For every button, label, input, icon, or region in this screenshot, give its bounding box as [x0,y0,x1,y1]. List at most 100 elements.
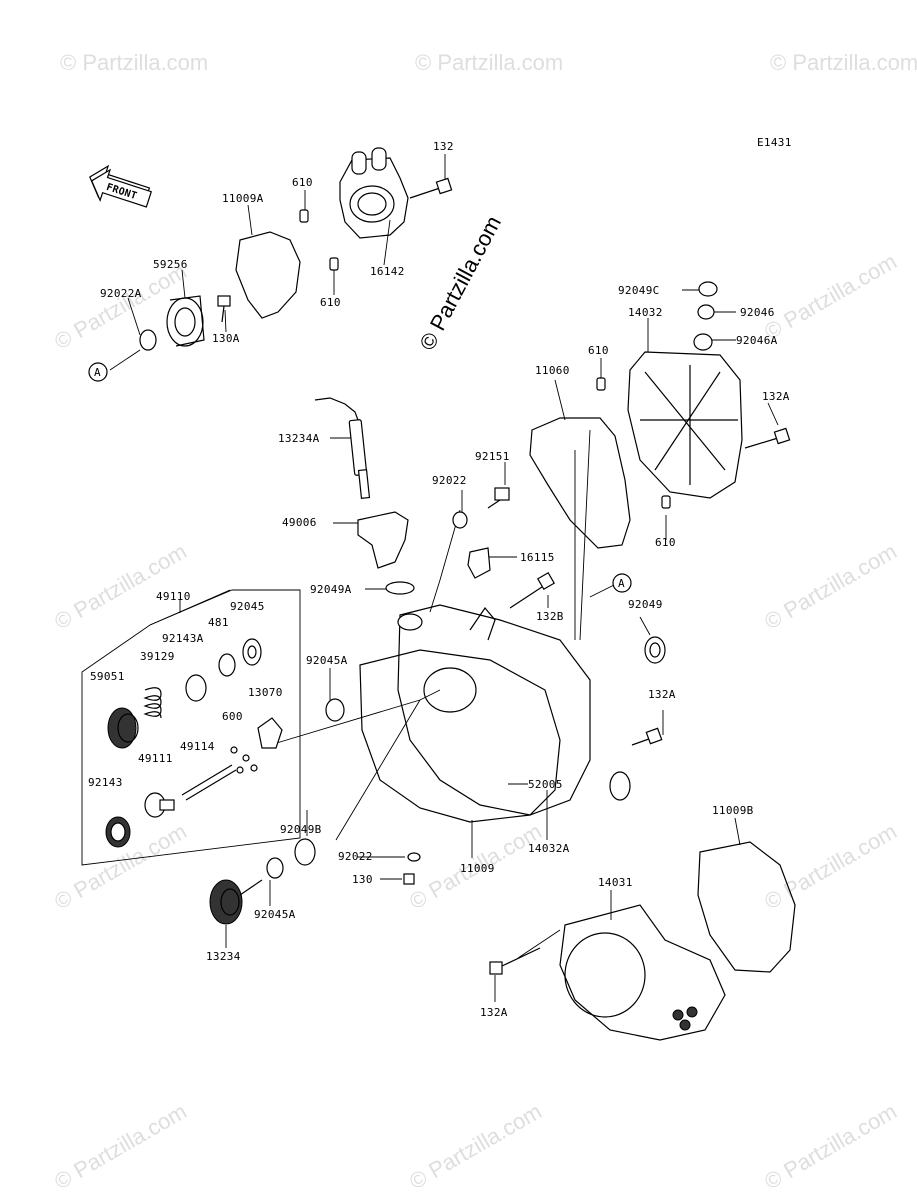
part-label: 14032 [628,306,663,319]
balls-600 [230,746,258,774]
part-label: 92049A [310,583,352,596]
washer-92022a [139,329,157,351]
part-labels: 132 610 11009A 16142 610 59256 92022A 13… [88,140,790,1019]
bolt-132b [509,571,556,609]
shaft-49114 [181,764,237,801]
part-label: 13234A [278,432,320,445]
callout-a: A [88,362,108,382]
dowel-pin-610 [596,377,606,391]
gasket-11009 [359,649,561,823]
seal-92143 [105,816,131,848]
svg-text:A: A [618,577,625,590]
washer-92022 [452,511,468,529]
part-label: 610 [292,176,313,189]
gasket-11009b [697,841,796,973]
part-label: 130A [212,332,240,345]
water-pump-cover [339,147,409,239]
part-label: 92049C [618,284,660,297]
watermark: © Partzilla.com [770,50,917,75]
subassembly-box [81,589,301,866]
callout-a: A [612,573,632,593]
part-label: 132A [648,688,676,701]
bolt-132 [409,177,453,199]
front-arrow-icon: FRONT [89,164,153,208]
plug-92046 [697,304,715,320]
oring-92049a [385,581,415,595]
part-label: 49110 [156,590,191,603]
magneto-cover-14031 [559,904,726,1041]
part-label: 39129 [140,650,175,663]
part-label: 610 [320,296,341,309]
bolt-130a [217,295,231,323]
part-label: 132 [433,140,454,153]
diagram-code: E1431 [757,136,792,149]
part-label: 600 [222,710,243,723]
part-label: 49006 [282,516,317,529]
gasket-11060 [529,417,631,549]
crankcase-cover-14032a [397,604,591,816]
plug-16115 [467,547,491,579]
part-label: 92143 [88,776,123,789]
dowel-pin-610 [329,257,339,271]
watermark: © Partzilla.com [415,50,563,75]
part-label: 481 [208,616,229,629]
bolt-132a [631,727,663,746]
part-label: 59051 [90,670,125,683]
part-label: 13234 [206,950,241,963]
part-label: 92045 [230,600,265,613]
watermark: © Partzilla.com [760,1099,901,1195]
watermark: © Partzilla.com [760,249,901,345]
impeller-59256 [166,295,205,347]
part-label: 92143A [162,632,204,645]
bolt-132a [489,947,541,975]
part-label: 92049B [280,823,322,836]
part-label: 11009A [222,192,264,205]
gear-13234 [209,879,263,925]
holder-49006 [357,511,409,569]
circlip-481 [218,653,236,677]
seal-92049 [644,636,666,664]
seal-92143a [185,674,207,702]
leader-lines [109,154,779,1002]
part-label: 92049 [628,598,663,611]
gasket-11009a [235,231,301,319]
bolt-92151 [487,487,510,509]
part-label: 13070 [248,686,283,699]
dowel-pin-610 [661,495,671,509]
part-label: 610 [588,344,609,357]
part-label: 92045A [306,654,348,667]
watermark: © Partzilla.com [760,539,901,635]
bearing-92045a [266,857,284,879]
part-label: 16115 [520,551,555,564]
watermark-main: © Partzilla.com [414,212,506,355]
dowel-pin-610 [299,209,309,223]
plug-92049c [698,281,718,297]
part-label: 11060 [535,364,570,377]
part-label: 11009B [712,804,754,817]
part-label: 11009 [460,862,495,875]
svg-text:A: A [94,366,101,379]
part-label: 92045A [254,908,296,921]
watermark: © Partzilla.com [50,259,191,355]
part-label: 14032A [528,842,570,855]
part-label: 49111 [138,752,173,765]
part-label: 92046 [740,306,775,319]
part-label: 14031 [598,876,633,889]
part-label: 610 [655,536,676,549]
part-label: 132A [762,390,790,403]
part-label: 92151 [475,450,510,463]
part-label: 130 [352,873,373,886]
bearing-92045a [325,698,345,722]
impeller-13070 [257,717,283,749]
bolt-132a [744,427,791,449]
spring-39129 [143,687,162,719]
watermark: © Partzilla.com [60,50,208,75]
gear-59051 [107,707,139,749]
part-label: 92022 [432,474,467,487]
part-label: 16142 [370,265,405,278]
part-label: 132B [536,610,564,623]
bolt-130 [403,873,415,885]
part-label: 92046A [736,334,778,347]
cap-52005 [609,771,631,801]
